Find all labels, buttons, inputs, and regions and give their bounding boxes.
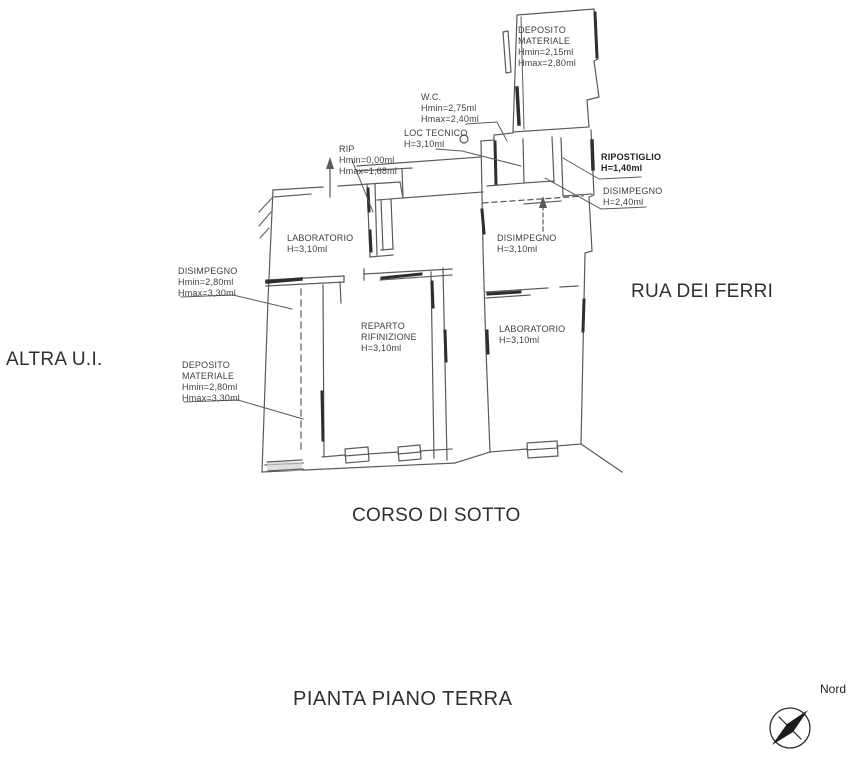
room-height-min: Hmin=2,80ml [182,382,238,392]
room-name: DISIMPEGNO [178,266,238,276]
room-name: RIP [339,144,355,154]
room-height-min: Hmin=2,80ml [178,277,234,287]
building-deposito-top [502,8,600,133]
room-height-min: Hmin=2,75ml [421,103,477,113]
room-height: H=3,10ml [497,244,538,254]
room-name: REPARTO RIFINIZIONE [361,321,417,342]
room-height: H=3,10ml [499,335,540,345]
room-label-reparto-rifinizione: REPARTO RIFINIZIONE H=3,10ml [361,321,429,354]
room-height-min: Hmin=2,15ml [518,47,574,57]
street-label-rua-dei-ferri: RUA DEI FERRI [631,281,774,302]
room-name: DISIMPEGNO [497,233,557,243]
room-label-rip: RIP Hmin=0,00ml Hmax=1,68ml [339,144,409,177]
room-height: H=2,40ml [603,197,644,207]
room-height: H=3,10ml [361,343,402,353]
room-name: DISIMPEGNO [603,186,663,196]
north-compass-icon [769,707,811,749]
leader-lines [180,121,647,420]
room-label-laboratorio-right: LABORATORIO H=3,10ml [499,324,579,346]
room-label-wc: W.C. Hmin=2,75ml Hmax=2,40ml [421,92,491,125]
room-label-laboratorio-left: LABORATORIO H=3,10ml [287,233,367,255]
room-name: RIPOSTIGLIO [601,152,662,162]
boundary-lines [454,443,623,473]
room-height-max: Hmax=2,80ml [518,58,576,68]
room-height-max: Hmax=1,68ml [339,166,397,176]
room-name: LOC TECNICO [404,128,468,138]
connector-corridor [356,156,484,199]
room-height: H=3,10ml [404,139,445,149]
building-left [258,157,456,473]
room-name: LABORATORIO [287,233,354,243]
room-height: H=1,40ml [601,163,643,173]
room-label-ripostiglio: RIPOSTIGLIO H=1,40ml [601,152,681,174]
room-name: LABORATORIO [499,324,566,334]
north-label: Nord [820,682,847,696]
room-height-min: Hmin=0,00ml [339,155,395,165]
room-height-max: Hmax=3,30ml [182,393,240,403]
entrance-arrow [326,157,334,198]
room-label-disimpegno-right: DISIMPEGNO H=2,40ml [603,186,681,208]
room-name: DEPOSITO MATERIALE [518,25,571,46]
room-height: H=3,10ml [287,244,328,254]
room-name: W.C. [421,92,442,102]
room-height-max: Hmax=3,30ml [178,288,236,298]
room-label-loc-tecnico: LOC TECNICO H=3,10ml [404,128,484,150]
room-label-disimpegno-center: DISIMPEGNO H=3,10ml [497,233,575,255]
street-label-altra-ui: ALTRA U.I. [6,349,103,370]
room-name: DEPOSITO MATERIALE [182,360,235,381]
room-height-max: Hmax=2,40ml [421,114,479,124]
stairs-up-arrow [539,196,547,232]
plan-title: PIANTA PIANO TERRA [293,688,513,710]
street-label-corso-di-sotto: CORSO DI SOTTO [352,505,521,526]
building-right [459,129,595,459]
room-label-deposito-materiale-top: DEPOSITO MATERIALE Hmin=2,15ml Hmax=2,80… [518,25,580,69]
room-label-disimpegno-left: DISIMPEGNO Hmin=2,80ml Hmax=3,30ml [178,266,256,299]
room-label-deposito-materiale-left: DEPOSITO MATERIALE Hmin=2,80ml Hmax=3,30… [182,360,244,404]
